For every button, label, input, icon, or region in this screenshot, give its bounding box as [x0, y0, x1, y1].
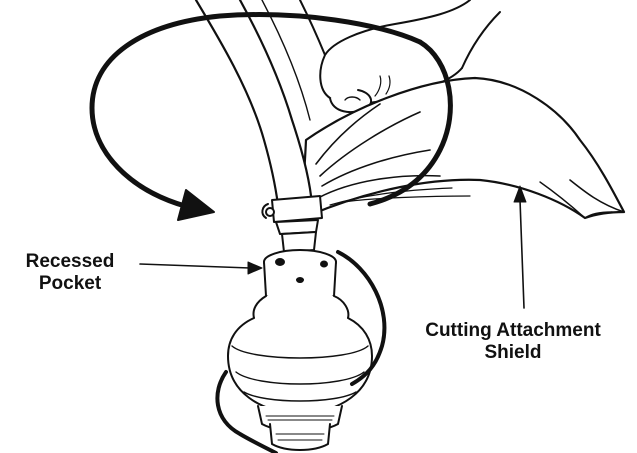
cutting-attachment-shield-drawing: [297, 76, 626, 220]
clamp-drawing: [261, 195, 323, 253]
leader-lines: [139, 185, 527, 309]
hand-drawing: [299, 0, 501, 114]
cutting-attachment-shield-label-line2: Shield: [484, 342, 542, 363]
head-rotation-arrow: [215, 250, 387, 453]
recessed-pocket-label: Recessed Pocket: [2, 251, 138, 295]
rotation-arrow: [89, 12, 453, 221]
recessed-pocket-label-line1: Recessed: [25, 251, 115, 272]
recessed-pocket-label-line2: Pocket: [38, 273, 102, 294]
pocket-housing-drawing: [263, 249, 337, 303]
trimmer-head-drawing: [227, 295, 373, 451]
cutting-attachment-shield-label: Cutting Attachment Shield: [393, 320, 633, 364]
cutting-attachment-shield-label-line1: Cutting Attachment: [425, 320, 601, 341]
shaft-drawing: [194, 0, 314, 207]
